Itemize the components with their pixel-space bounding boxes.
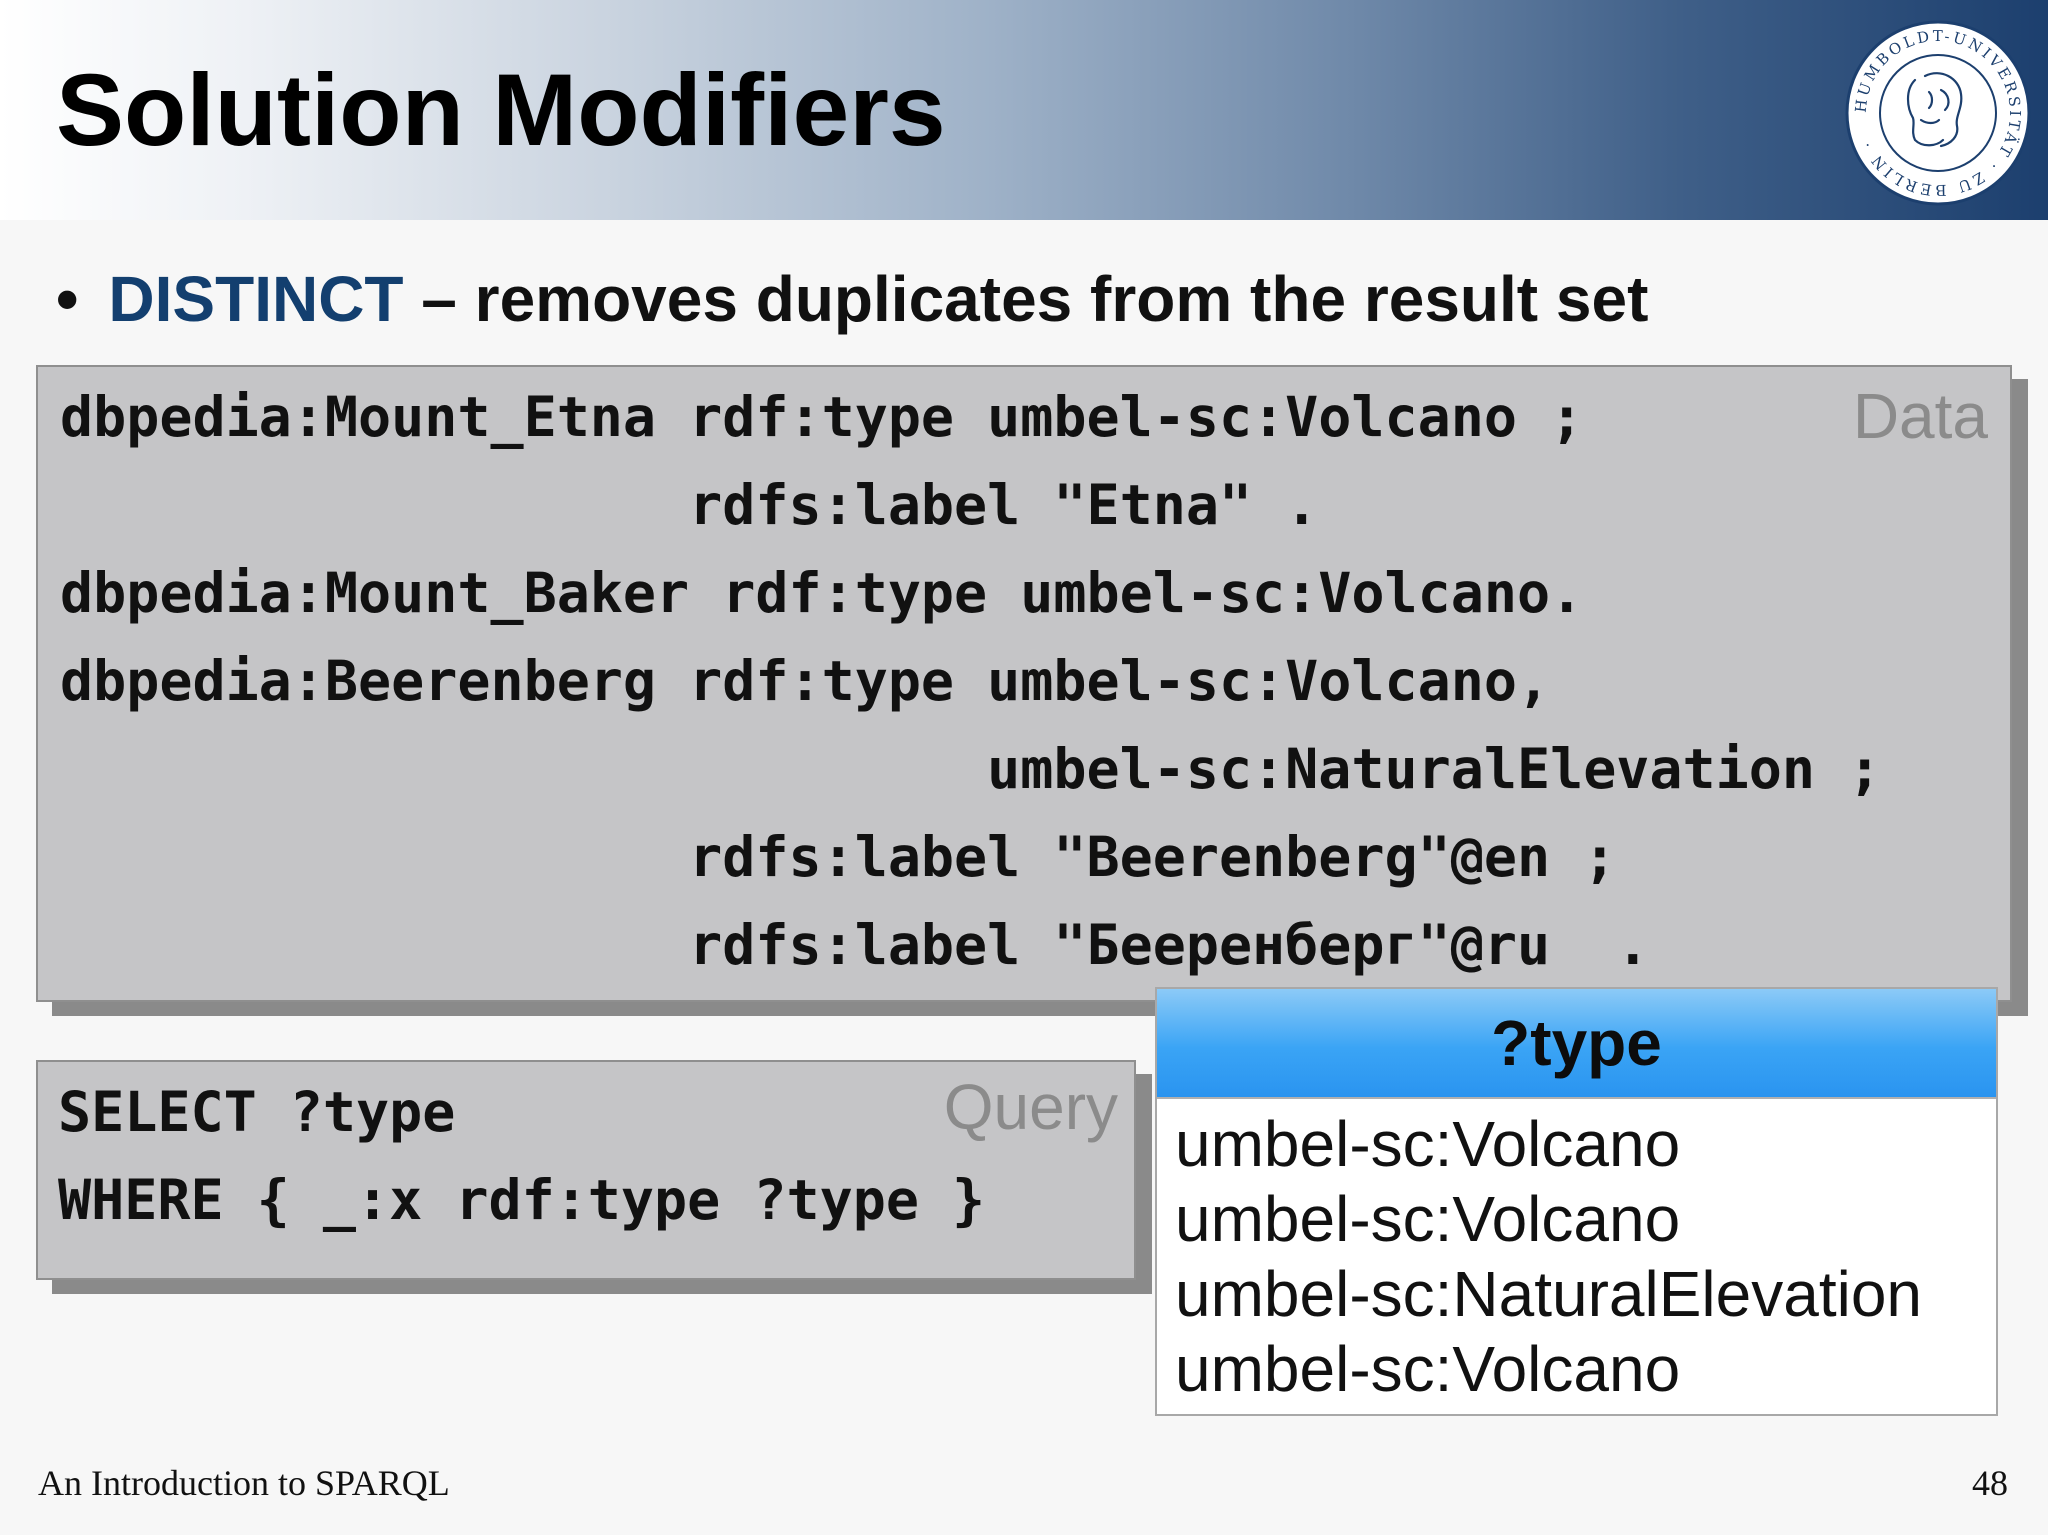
bullet-distinct: • DISTINCT – removes duplicates from the … (56, 262, 1648, 336)
data-line: umbel-sc:NaturalElevation ; (60, 737, 1882, 801)
data-line: rdfs:label "Beerenberg"@en ; (60, 825, 1617, 889)
data-line: dbpedia:Beerenberg rdf:type umbel-sc:Vol… (60, 649, 1551, 713)
data-line: rdfs:label "Беерeнберг"@ru . (60, 913, 1650, 977)
query-panel-tag: Query (943, 1071, 1118, 1143)
table-row: umbel-sc:Volcano (1175, 1108, 1681, 1180)
result-column-header: ?type (1491, 1007, 1662, 1079)
data-panel-tag: Data (1852, 380, 1988, 452)
data-line: dbpedia:Mount_Etna rdf:type umbel-sc:Vol… (60, 385, 1584, 449)
keyword-distinct: DISTINCT (108, 263, 404, 335)
university-seal-icon: HUMBOLDT-UNIVERSITÄT · ZU BERLIN · (1845, 20, 2031, 206)
query-panel: Query SELECT ?type WHERE { _:x rdf:type … (36, 1060, 1136, 1280)
table-row: umbel-sc:NaturalElevation (1175, 1258, 1922, 1330)
table-row: umbel-sc:Volcano (1175, 1333, 1681, 1405)
result-table: ?type umbel-sc:Volcano umbel-sc:Volcano … (1155, 987, 1998, 1416)
result-table-header: ?type (1157, 989, 1996, 1099)
result-rows: umbel-sc:Volcano umbel-sc:Volcano umbel-… (1157, 1099, 1996, 1407)
footer-title: An Introduction to SPARQL (38, 1463, 450, 1503)
slide-title: Solution Modifiers (56, 53, 946, 167)
query-line: WHERE { _:x rdf:type ?type } (58, 1168, 986, 1232)
query-line: SELECT ?type (58, 1080, 456, 1144)
page-number: 48 (1972, 1463, 2008, 1503)
table-row: umbel-sc:Volcano (1175, 1183, 1681, 1255)
data-line: dbpedia:Mount_Baker rdf:type umbel-sc:Vo… (60, 561, 1584, 625)
data-line: rdfs:label "Etna" . (60, 473, 1319, 537)
title-bar (0, 0, 2048, 220)
bullet-description: – removes duplicates from the result set (403, 263, 1649, 335)
data-panel: Data dbpedia:Mount_Etna rdf:type umbel-s… (36, 365, 2012, 1002)
bullet-dot-icon: • (56, 263, 79, 335)
